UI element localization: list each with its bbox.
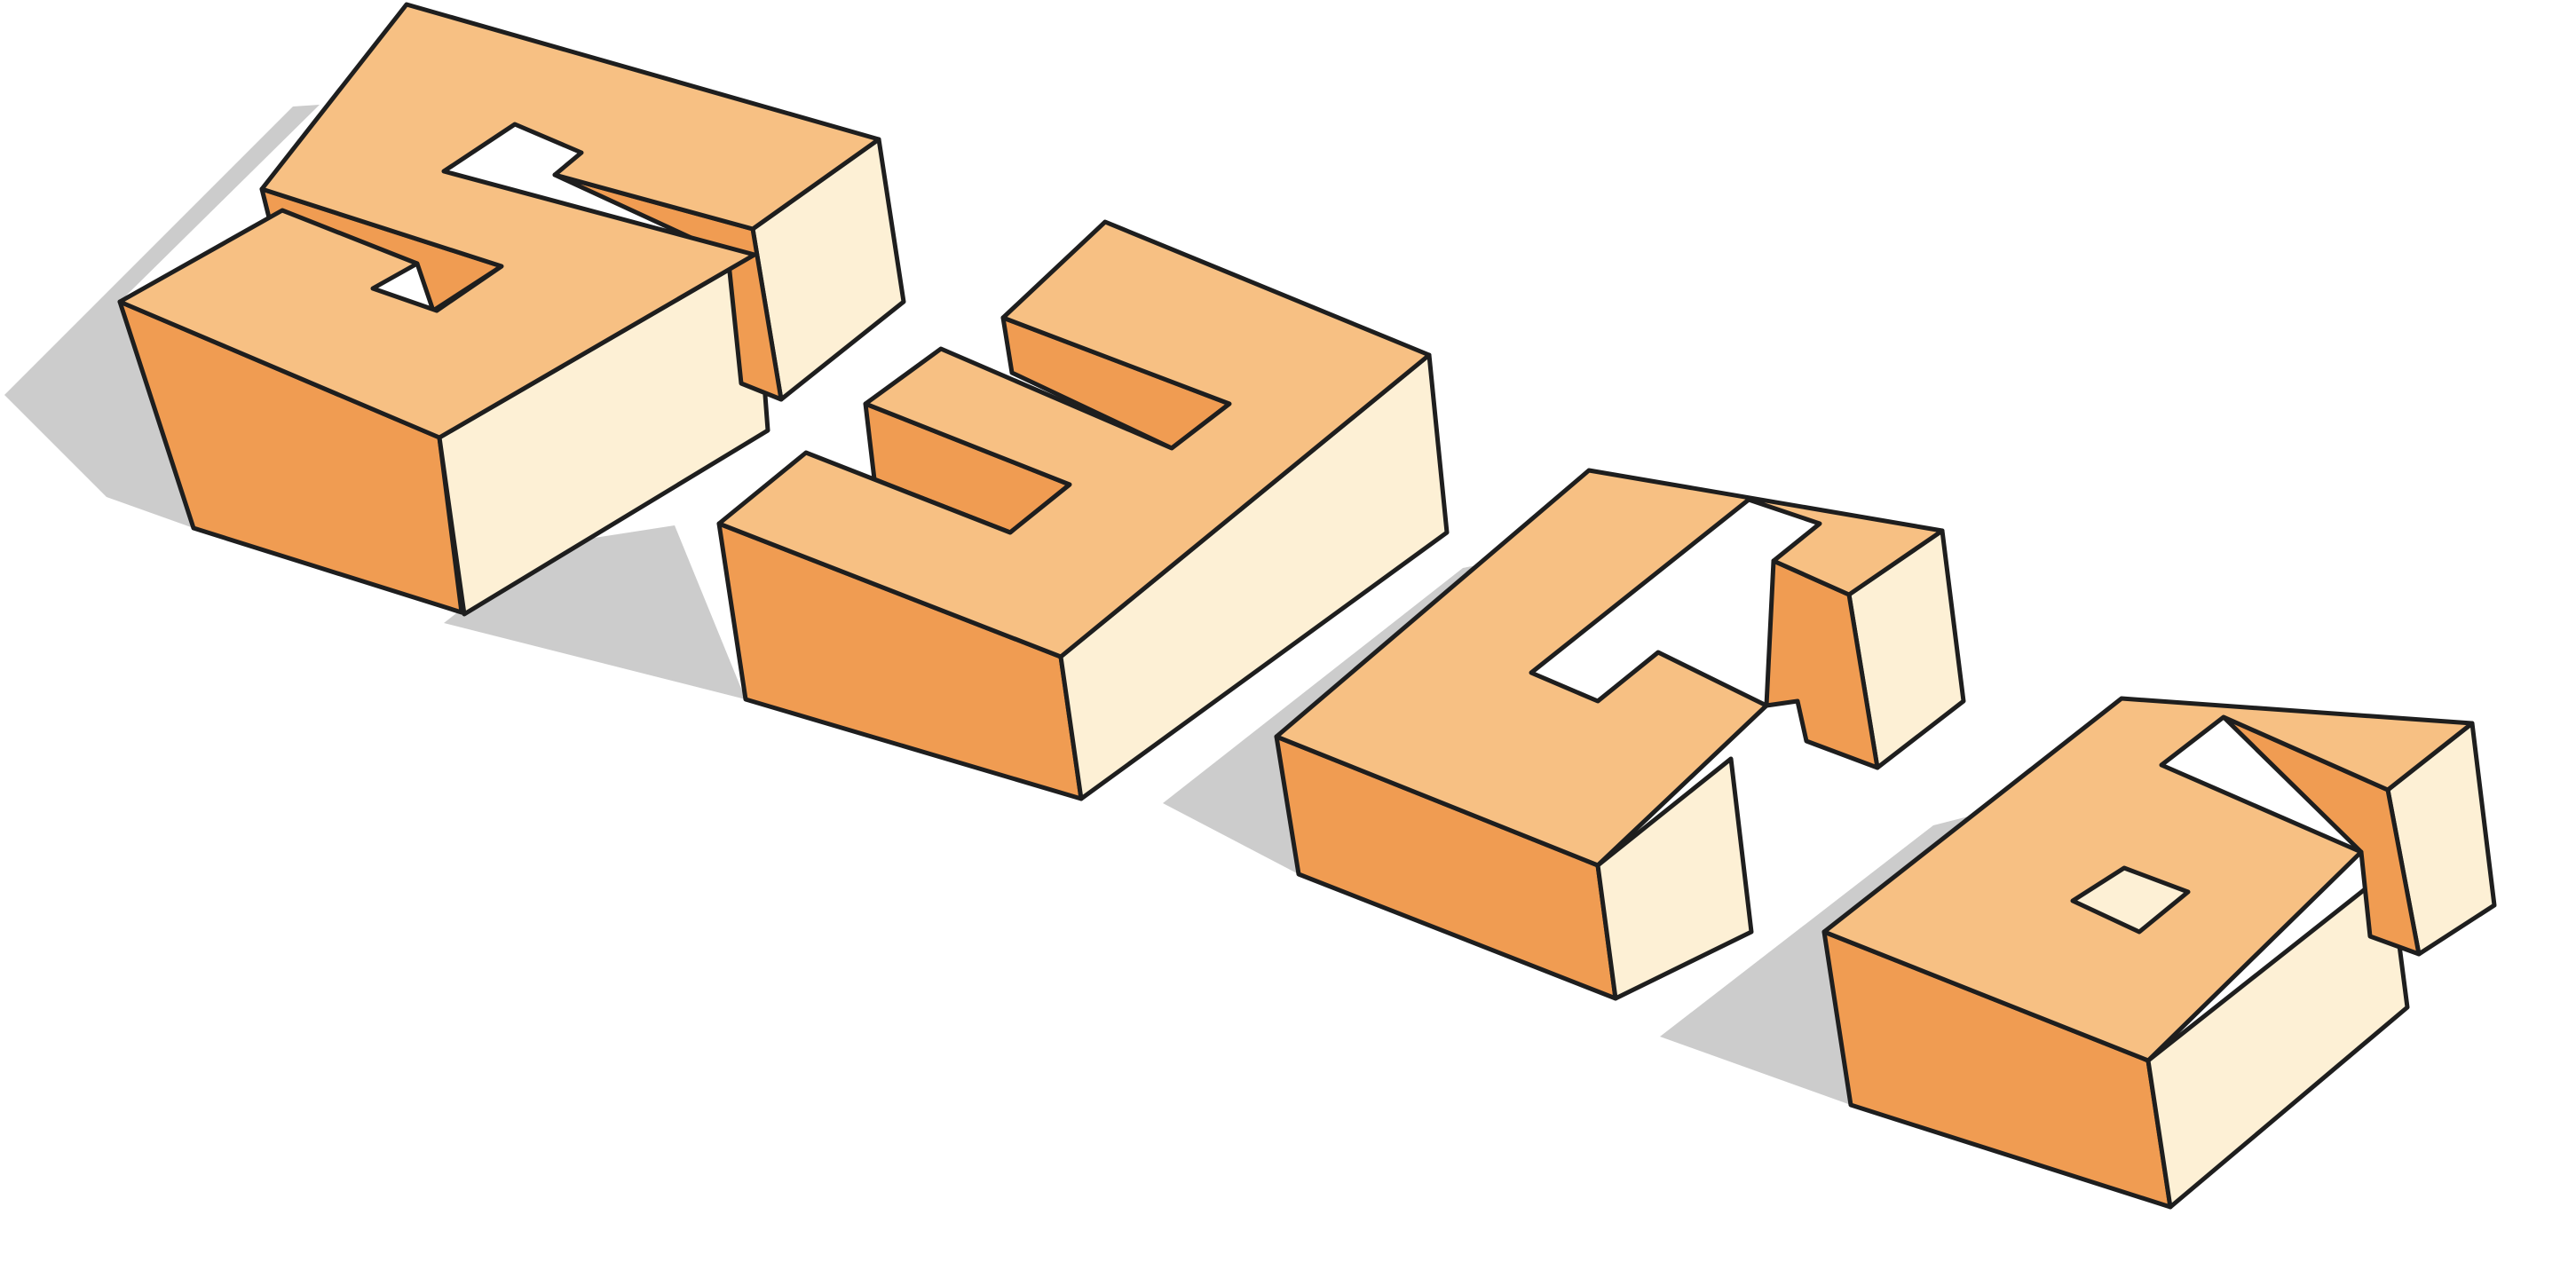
letter-4-right-face — [2145, 867, 2410, 1210]
letter-3-top-face — [1274, 468, 1945, 868]
letter-3-right-face — [1595, 756, 1754, 1001]
shadow-letter-3 — [1163, 559, 1509, 874]
letter-2-top-face — [716, 219, 1432, 659]
shadow-letter-1 — [4, 105, 320, 528]
letter-1-top-face — [117, 2, 881, 440]
letter-1 — [117, 2, 906, 617]
shadow-letter-4 — [1660, 815, 1975, 1105]
letter-3 — [1274, 468, 1966, 1001]
letter-4 — [1821, 696, 2497, 1210]
letter-4-notch — [2070, 865, 2191, 935]
letter-2 — [716, 219, 1450, 801]
